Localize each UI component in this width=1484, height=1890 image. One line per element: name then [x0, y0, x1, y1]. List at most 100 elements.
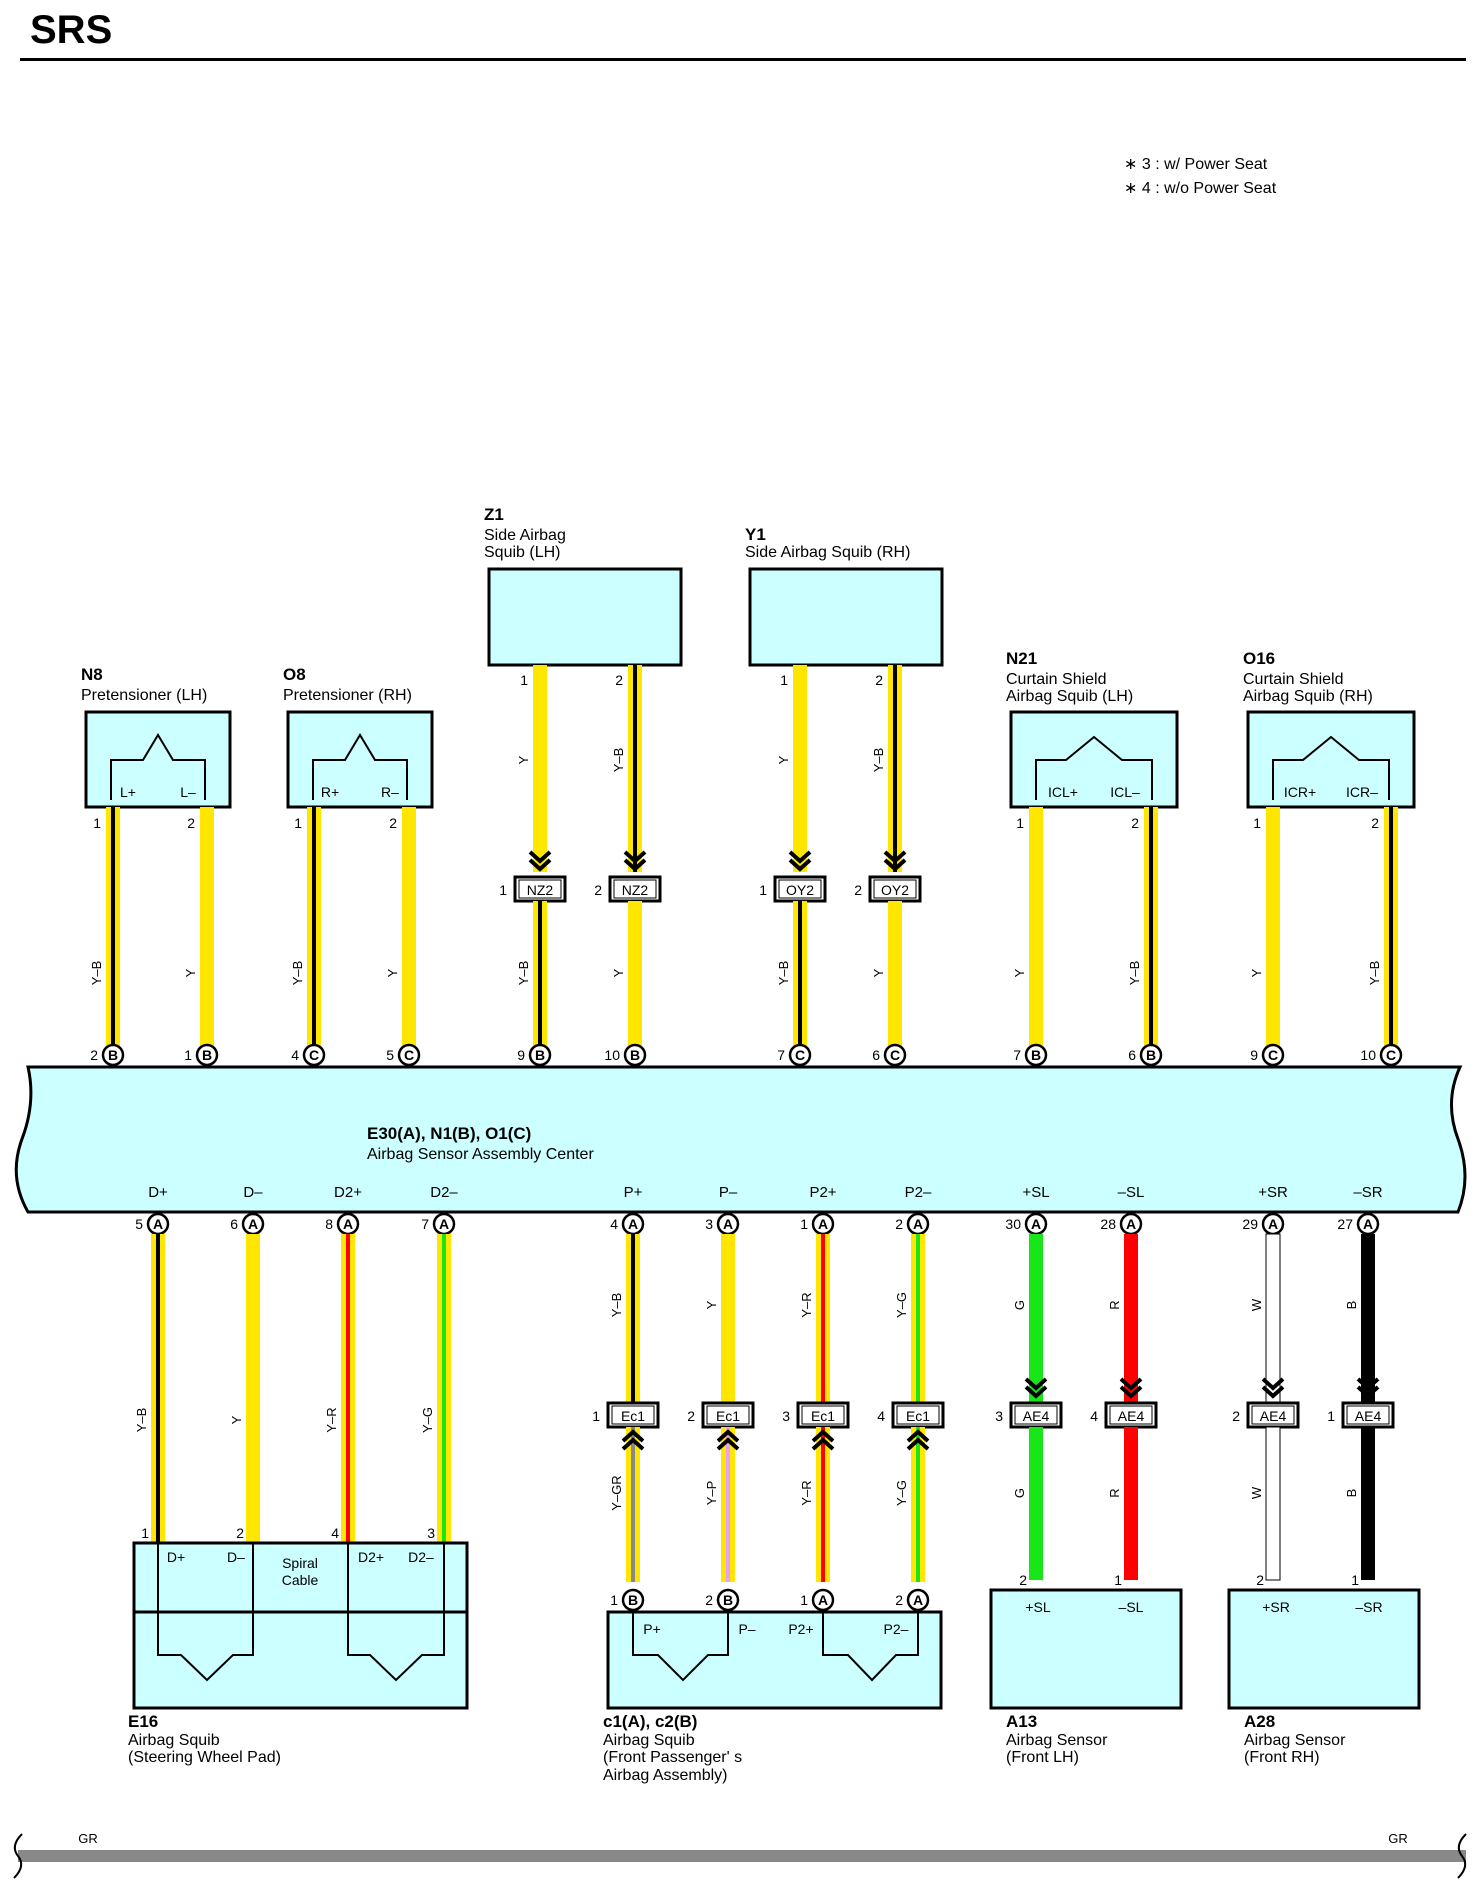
bottom-wire-11-arrow-2	[1261, 1385, 1285, 1399]
bottom-wire-1-ecu-pin: 5	[135, 1216, 143, 1232]
bottom-wire-8-comp-pin: 2	[895, 1592, 903, 1608]
ground-wire-right-label: GR	[1388, 1831, 1408, 1846]
top-wire-6-comp-pin: 2	[615, 672, 623, 688]
top-wire-12-ecu-conn	[1379, 1043, 1403, 1067]
bottom-wire-9-junction-label: AE4	[1023, 1408, 1050, 1424]
top-wire-4	[402, 807, 416, 1047]
bottom-wire-2	[246, 1234, 260, 1543]
bottom-wire-9-upper	[1029, 1234, 1043, 1405]
y1-box	[748, 567, 944, 667]
top-wire-7-upper-color: Y	[776, 755, 791, 764]
bottom-wire-5-signal: P+	[624, 1184, 643, 1201]
bottom-wire-12-ecu-conn-letter: A	[1363, 1216, 1373, 1232]
bottom-wire-9-junction-pin: 3	[995, 1408, 1003, 1424]
bottom-wire-8-lower-stripe	[916, 1427, 920, 1582]
top-wire-4-ecu-conn-letter: C	[404, 1047, 414, 1063]
bottom-wire-3-signal: D2+	[334, 1184, 362, 1201]
e16-squib-symbol-2	[347, 1543, 445, 1682]
top-wire-6-arrow	[623, 850, 647, 864]
o8-id: O8	[283, 665, 306, 684]
top-wire-5-arrow-2	[528, 858, 552, 872]
bottom-wire-6-arrow-up-2	[716, 1429, 740, 1443]
ecu-id: E30(A), N1(B), O1(C)	[367, 1124, 531, 1143]
bottom-wire-7-signal: P2+	[809, 1184, 836, 1201]
a13-pin-plus: +SL	[1025, 1599, 1051, 1615]
top-wire-7-junction-label: OY2	[786, 882, 814, 898]
bottom-wire-5-junction-inner	[611, 1405, 655, 1425]
bottom-wire-8-junction-inner	[896, 1405, 940, 1425]
bottom-wire-10-comp-pin: 1	[1114, 1572, 1122, 1588]
top-wire-6-ecu-conn-letter: B	[630, 1047, 640, 1063]
bottom-wire-1-ecu-conn-letter: A	[153, 1216, 163, 1232]
bottom-wire-10-ecu-pin: 28	[1100, 1216, 1116, 1232]
bottom-wire-10-lower-color: R	[1107, 1488, 1122, 1497]
o8-pin-plus: R+	[321, 784, 339, 800]
e16-pin-d2-minus: D2–	[408, 1549, 434, 1565]
bottom-wire-7-comp-conn-letter: A	[818, 1592, 828, 1608]
top-wire-5-lower-color: Y–B	[516, 961, 531, 986]
bottom-wire-4-ecu-conn-letter: A	[439, 1216, 449, 1232]
top-wire-11-color: Y	[1249, 968, 1264, 977]
e16-id: E16	[128, 1712, 158, 1731]
top-wire-7-comp-pin: 1	[780, 672, 788, 688]
top-wire-5-upper	[533, 665, 547, 872]
top-wire-3-color: Y–B	[290, 961, 305, 986]
bottom-wire-3-comp-pin: 4	[331, 1525, 339, 1541]
top-wire-2-ecu-conn-letter: B	[202, 1047, 212, 1063]
bottom-wire-12-lower-color: B	[1344, 1489, 1359, 1498]
a28-id: A28	[1244, 1712, 1275, 1731]
bottom-wire-5-comp-conn	[621, 1588, 645, 1612]
top-wire-1-ecu-conn-letter: B	[108, 1047, 118, 1063]
top-wire-11-comp-pin: 1	[1253, 815, 1261, 831]
bottom-wire-12-upper	[1361, 1234, 1375, 1405]
e16-squib-symbol-1	[157, 1543, 254, 1682]
bottom-wire-6-junction-pin: 2	[687, 1408, 695, 1424]
top-wire-8-arrow	[883, 850, 907, 864]
ground-wire-break-left	[13, 1833, 23, 1879]
top-wire-10-color: Y–B	[1127, 961, 1142, 986]
bottom-wire-5-comp-conn-letter: B	[628, 1592, 638, 1608]
c1-name-2: (Front Passenger' s	[603, 1749, 742, 1766]
top-wire-8-lower-color: Y	[871, 968, 886, 977]
a13-id: A13	[1006, 1712, 1037, 1731]
top-wire-1-ecu-conn	[101, 1043, 125, 1067]
top-wire-9-ecu-pin: 7	[1013, 1047, 1021, 1063]
n8-id: N8	[81, 665, 103, 684]
bottom-wire-12-arrow-2	[1356, 1385, 1380, 1399]
top-wire-12-ecu-conn-letter: C	[1386, 1047, 1396, 1063]
c1-squib-symbol-1	[632, 1612, 729, 1682]
top-wire-6-ecu-conn	[623, 1043, 647, 1067]
bottom-wire-10-upper	[1124, 1234, 1138, 1405]
bottom-wire-7-arrow-up-2	[811, 1429, 835, 1443]
top-wire-4-ecu-conn	[397, 1043, 421, 1067]
o16-squib-symbol	[1272, 735, 1390, 800]
z1-box	[487, 567, 683, 667]
bottom-wire-7-arrow-up	[811, 1437, 835, 1451]
bottom-wire-1-signal: D+	[148, 1184, 168, 1201]
bottom-wire-4-signal: D2–	[430, 1184, 458, 1201]
top-wire-7-lower-color: Y–B	[776, 961, 791, 986]
page-title: SRS	[30, 8, 113, 52]
n21-name-2: Airbag Squib (LH)	[1006, 688, 1133, 705]
bottom-wire-3-color: Y–R	[324, 1407, 339, 1432]
y1-name: Side Airbag Squib (RH)	[745, 544, 910, 561]
top-wire-7-junction	[773, 875, 827, 903]
top-wire-5-comp-pin: 1	[520, 672, 528, 688]
bottom-wire-8-junction	[891, 1401, 945, 1429]
o8-pin-minus: R–	[381, 784, 399, 800]
top-wire-6-junction-label: NZ2	[622, 882, 649, 898]
n21-id: N21	[1006, 649, 1037, 668]
bottom-wire-10-arrow-2	[1119, 1385, 1143, 1399]
bottom-wire-4-comp-pin: 3	[427, 1525, 435, 1541]
bottom-wire-11-arrow	[1261, 1377, 1285, 1391]
bottom-wire-5-upper-color: Y–B	[609, 1293, 624, 1318]
top-wire-5-junction-pin: 1	[499, 882, 507, 898]
bottom-wire-12-ecu-pin: 27	[1337, 1216, 1353, 1232]
bottom-wire-10-signal: –SL	[1118, 1184, 1145, 1201]
ground-wire-left-label: GR	[78, 1831, 98, 1846]
o8-box	[286, 710, 434, 809]
bottom-wire-7-upper-stripe	[821, 1234, 825, 1405]
bottom-wire-12-arrow	[1356, 1377, 1380, 1391]
top-wire-9-ecu-conn-letter: B	[1031, 1047, 1041, 1063]
a28-box	[1227, 1588, 1421, 1710]
